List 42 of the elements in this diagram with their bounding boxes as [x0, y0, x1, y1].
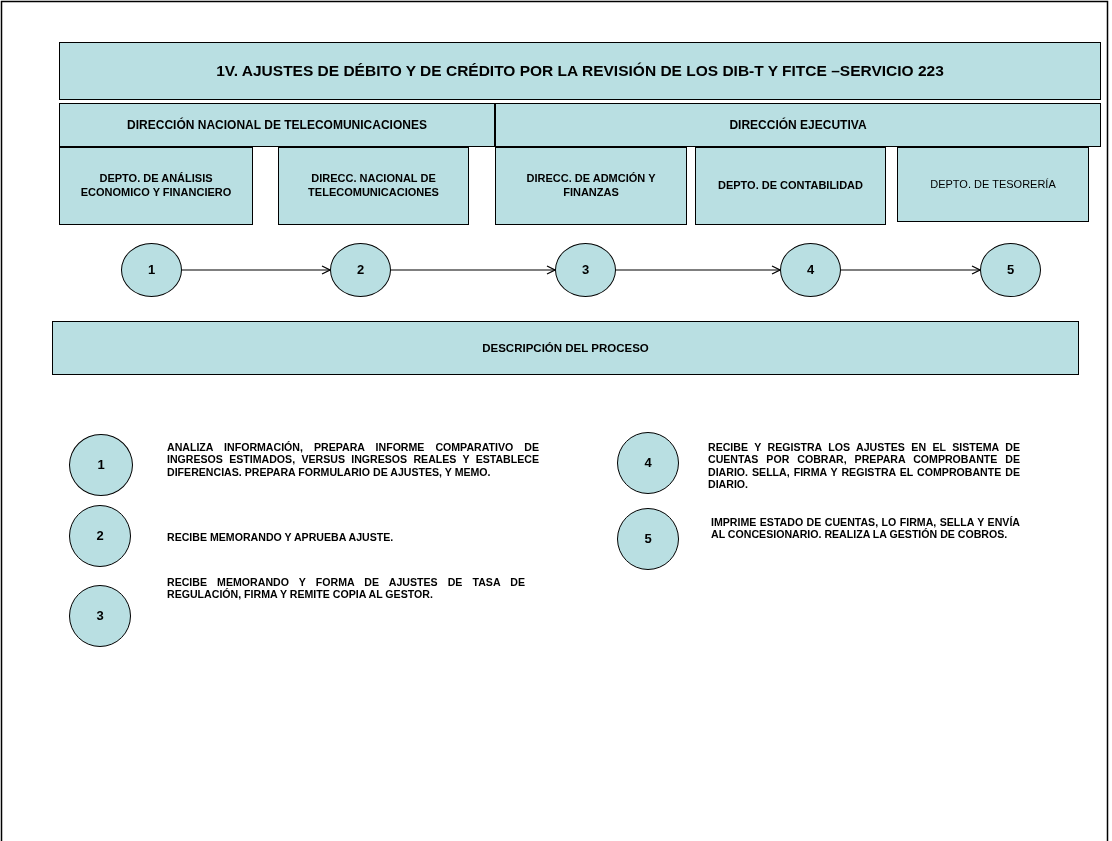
department-box: [897, 147, 1089, 222]
section-band: [495, 103, 1101, 147]
step-number: 5: [644, 530, 652, 548]
department-box: [59, 147, 253, 225]
step-description: RECIBE Y REGISTRA LOS AJUSTES EN EL SISTEMA DE CUENTAS POR COBRAR, PREPARA COMPROBANTE DE DIARIO. SELLA, FIRMA Y REGISTRA EL COMPROBANTE DE DIARIO.: [708, 441, 1020, 491]
step-description: IMPRIME ESTADO DE CUENTAS, LO FIRMA, SELLA Y ENVÍA AL CONCESIONARIO. REALIZA LA GESTIÓN DE COBROS.: [711, 516, 1020, 541]
arrow: [390, 265, 556, 275]
node-label: DESCRIPCIÓN DEL PROCESO: [482, 340, 649, 356]
section-header: [52, 321, 1079, 375]
arrow: [840, 265, 981, 275]
node-label: DIRECC. DE ADMCIÓN Y FINANZAS: [525, 172, 657, 200]
step-number: 4: [644, 454, 652, 472]
step-number: 1: [97, 456, 105, 474]
arrow: [181, 265, 331, 275]
step-number: 3: [96, 607, 104, 625]
department-box: [278, 147, 469, 225]
step-number: 5: [1006, 261, 1015, 279]
node-label: 1V. AJUSTES DE DÉBITO Y DE CRÉDITO POR LA REVISIÓN DE LOS DIB-T Y FITCE –SERVICIO 223: [216, 61, 944, 81]
title-box: [59, 42, 1101, 100]
node-label: DEPTO. DE CONTABILIDAD: [717, 179, 863, 193]
step-circle: [555, 243, 616, 297]
step-number: 3: [581, 261, 590, 279]
arrow: [615, 265, 781, 275]
step-circle: [980, 243, 1041, 297]
section-band: [59, 103, 495, 147]
node-label: DIRECCIÓN NACIONAL DE TELECOMUNICACIONES: [127, 117, 427, 133]
node-label: DIRECCIÓN EJECUTIVA: [729, 117, 867, 133]
step-number: 1: [147, 261, 156, 279]
step-description: ANALIZA INFORMACIÓN, PREPARA INFORME COMPARATIVO DE INGRESOS ESTIMADOS, VERSUS INGRESOS REALES Y ESTABLECE DIFERENCIAS. PREPARA FORMULARIO DE AJUSTES, Y MEMO.: [167, 441, 539, 479]
step-description: RECIBE MEMORANDO Y APRUEBA AJUSTE.: [167, 531, 395, 544]
step-circle: [780, 243, 841, 297]
step-number: 4: [806, 261, 815, 279]
node-label: DEPTO. DE ANÁLISIS ECONOMICO Y FINANCIERO: [79, 172, 233, 200]
node-label: DIRECC. NACIONAL DE TELECOMUNICACIONES: [307, 172, 440, 200]
step-circle: [330, 243, 391, 297]
step-number: 2: [96, 527, 104, 545]
node-label: DEPTO. DE TESORERÍA: [930, 177, 1056, 192]
step-circle: [121, 243, 182, 297]
department-box: [495, 147, 687, 225]
step-number: 2: [356, 261, 365, 279]
step-description: RECIBE MEMORANDO Y FORMA DE AJUSTES DE TASA DE REGULACIÓN, FIRMA Y REMITE COPIA AL GESTOR.: [167, 576, 525, 601]
department-box: [695, 147, 886, 225]
